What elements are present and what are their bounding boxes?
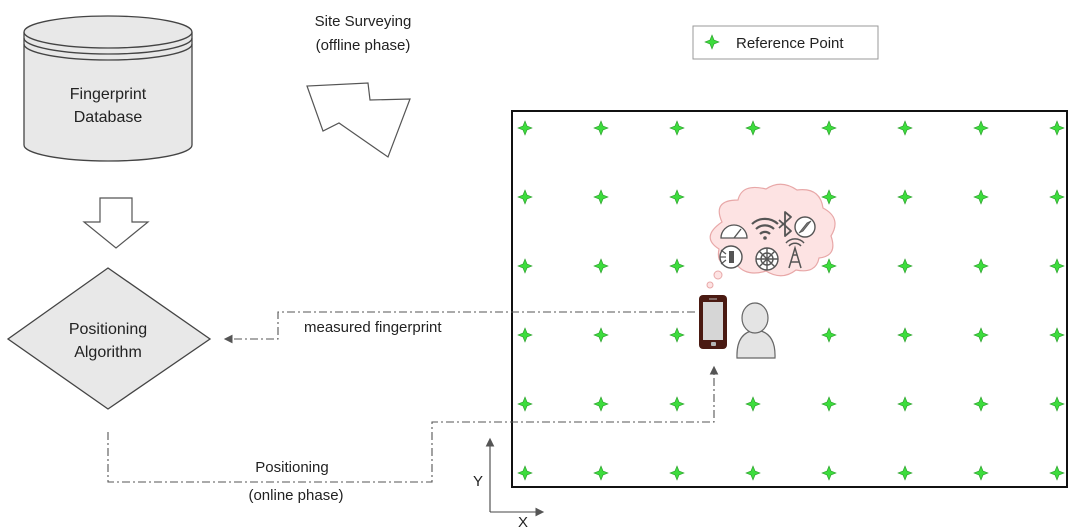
reference-point-icon [1049,120,1065,136]
reference-point-icon [1049,396,1065,412]
reference-point-icon [1049,189,1065,205]
reference-point-icon [669,465,685,481]
compass-icon [794,216,816,238]
axis-y-label: Y [473,473,483,490]
reference-point-icon [897,258,913,274]
reference-point-icon [897,396,913,412]
measured-fingerprint-label: measured fingerprint [304,319,442,336]
site-survey-arrow-icon [306,82,411,158]
cell-tower-icon [785,238,805,269]
reference-point-icon [745,465,761,481]
reference-point-icon [669,120,685,136]
down-arrow-icon [82,197,150,249]
reference-point-icon [821,327,837,343]
reference-point-icon [821,189,837,205]
reference-point-icon [973,465,989,481]
legend-reference-point-icon [704,34,720,50]
database-label-line1: Fingerprint [70,86,147,103]
reference-point-icon [745,396,761,412]
legend-label: Reference Point [736,35,844,52]
reference-point-icon [593,189,609,205]
fingerprint-database: Fingerprint Database [23,15,193,162]
positioning-path-arrow [107,365,719,483]
reference-point-icon [1049,465,1065,481]
reference-point-icon [973,396,989,412]
reference-point-icon [517,396,533,412]
reference-point-icon [1049,327,1065,343]
reference-point-icon [897,120,913,136]
reference-point-icon [593,465,609,481]
reference-point-icon [821,258,837,274]
survey-area [511,110,1068,488]
reference-point-icon [593,258,609,274]
algorithm-label-line1: Positioning [69,321,147,338]
reference-point-icon [973,258,989,274]
reference-point-icon [973,120,989,136]
reference-point-icon [517,258,533,274]
bluetooth-icon [778,211,792,237]
speedometer-icon [720,224,748,239]
axis-x-label: X [518,514,528,529]
reference-point-icon [821,396,837,412]
survey-label-line1: Site Surveying [315,13,412,30]
wifi-icon [751,217,779,240]
reference-points [517,120,1065,481]
reference-point-icon [517,327,533,343]
reference-point-icon [973,189,989,205]
reference-point-icon [669,327,685,343]
xy-axes: Y X [473,437,545,529]
reference-point-icon [517,120,533,136]
survey-label-line2: (offline phase) [316,37,411,54]
reference-point-icon [821,120,837,136]
reference-point-icon [973,327,989,343]
positioning-algorithm: Positioning Algorithm [6,267,212,410]
reference-point-icon [593,396,609,412]
reference-point-icon [669,258,685,274]
light-sensor-icon [719,245,743,269]
reference-point-icon [593,327,609,343]
gyroscope-icon [755,247,779,271]
reference-point-icon [517,465,533,481]
reference-point-icon [897,465,913,481]
positioning-label-line1: Positioning [255,459,328,476]
reference-point-icon [517,189,533,205]
reference-point-icon [593,120,609,136]
smartphone-icon [699,295,727,349]
reference-point-icon [669,189,685,205]
algorithm-label-line2: Algorithm [74,344,142,361]
reference-point-icon [821,465,837,481]
database-label-line2: Database [74,109,143,126]
reference-point-icon [1049,258,1065,274]
legend: Reference Point [692,25,879,60]
sensor-cloud [706,183,836,289]
measured-fingerprint-arrow [223,311,695,344]
reference-point-icon [897,189,913,205]
person-icon [736,302,776,359]
reference-point-icon [669,396,685,412]
reference-point-icon [745,120,761,136]
positioning-label-line2: (online phase) [248,487,343,504]
reference-point-icon [897,327,913,343]
